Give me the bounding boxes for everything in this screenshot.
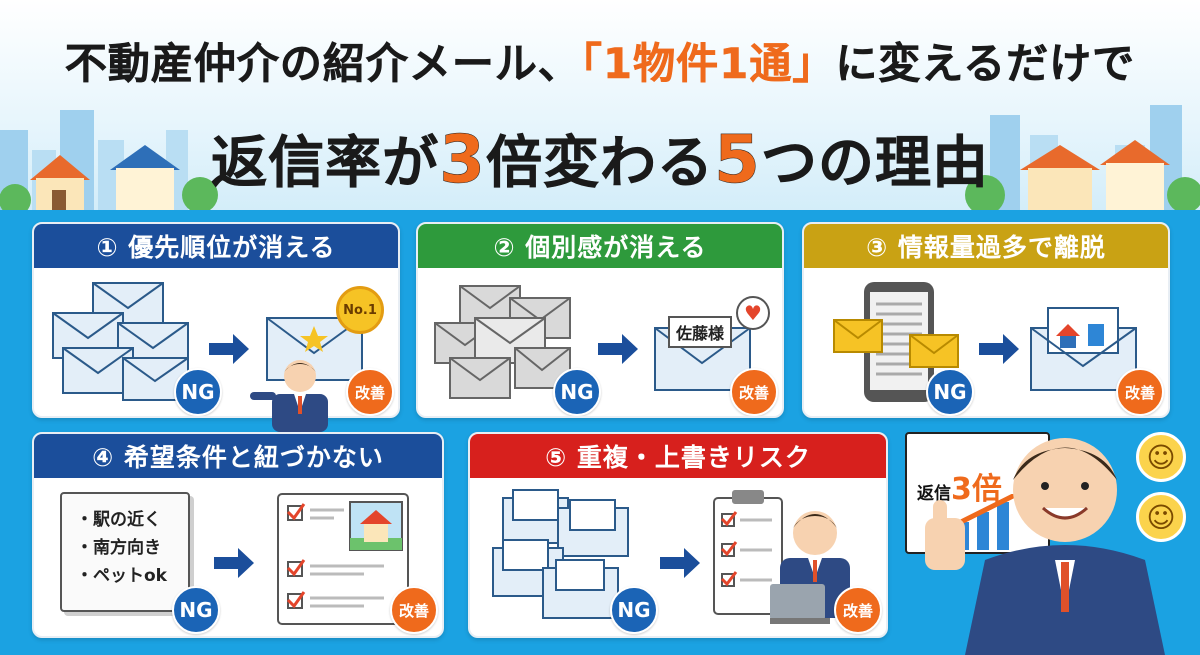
many-envelopes-icon [52,282,189,401]
memo-item: ・駅の近く [76,510,161,530]
reply-rate-label: 返信3倍 [917,472,1002,507]
card-4-header: ④ 希望条件と紐づかない [34,434,442,478]
arrow-right-icon [660,548,700,578]
ng-badge: NG [172,586,220,634]
reason-card-4: ④ 希望条件と紐づかない ・駅の近く ・南方向き ・ペットok NG [32,432,444,638]
improved-badge: 改善 [834,586,882,634]
header-banner: 不動産仲介の紹介メール、「1物件1通」に変えるだけで 返信率が3倍変わる5つの理… [0,0,1200,212]
ng-badge: NG [553,368,601,416]
smiley-face-icon: ☺ [1136,432,1186,482]
card-2-title: ② 個別感が消える [493,233,707,262]
clipboard-checklist-icon [713,490,783,615]
ng-badge: NG [610,586,658,634]
arrow-right-icon [209,334,249,364]
card-1-title: ① 優先順位が消える [96,233,336,262]
gray-envelopes-pile-icon [434,285,571,399]
reason-card-5: ⑤ 重複・上書きリスク NG [468,432,888,638]
card-5-header: ⑤ 重複・上書きリスク [470,434,886,478]
businessman-at-laptop-icon [770,511,850,624]
improved-badge: 改善 [390,586,438,634]
card-4-title: ④ 希望条件と紐づかない [92,443,384,472]
arrow-right-icon [214,548,254,578]
city-skyline-right [965,105,1200,212]
smiley-face-icon: ☺ [1136,492,1186,542]
card-1-header: ① 優先順位が消える [34,224,398,268]
city-skyline-left [0,110,218,212]
recipient-name-tag: 佐藤様 [668,316,733,348]
ng-badge: NG [174,368,222,416]
headline-line2: 返信率が3倍変わる5つの理由 [211,121,989,199]
card-3-header: ③ 情報量過多で離脱 [804,224,1168,268]
card-3-title: ③ 情報量過多で離脱 [866,233,1106,262]
condition-memo: ・駅の近く ・南方向き ・ペットok [60,492,190,612]
card-5-title: ⑤ 重複・上書きリスク [545,443,811,472]
memo-item: ・ペットok [76,566,167,586]
memo-item: ・南方向き [76,538,161,558]
arrow-right-icon [979,334,1019,364]
no1-medal-icon: No.1 [336,286,384,334]
improved-badge: 改善 [346,368,394,416]
card-2-header: ② 個別感が消える [418,224,782,268]
improved-badge: 改善 [730,368,778,416]
arrow-right-icon [598,334,638,364]
headline-line1: 不動産仲介の紹介メール、「1物件1通」に変えるだけで [64,39,1136,89]
improved-badge: 改善 [1116,368,1164,416]
phone-overload-icon [833,282,959,402]
ng-badge: NG [926,368,974,416]
heart-icon: ♥ [736,296,770,330]
reason-card-3: ③ 情報量過多で離脱 NG 改 [802,222,1170,418]
reason-card-2: ② 個別感が消える NG 佐藤様 ♥ 改善 [416,222,784,418]
checklist-with-house-icon [277,493,409,625]
businessman-thumbs-up-icon [925,438,1165,655]
businessman-pointing-icon [250,360,328,432]
